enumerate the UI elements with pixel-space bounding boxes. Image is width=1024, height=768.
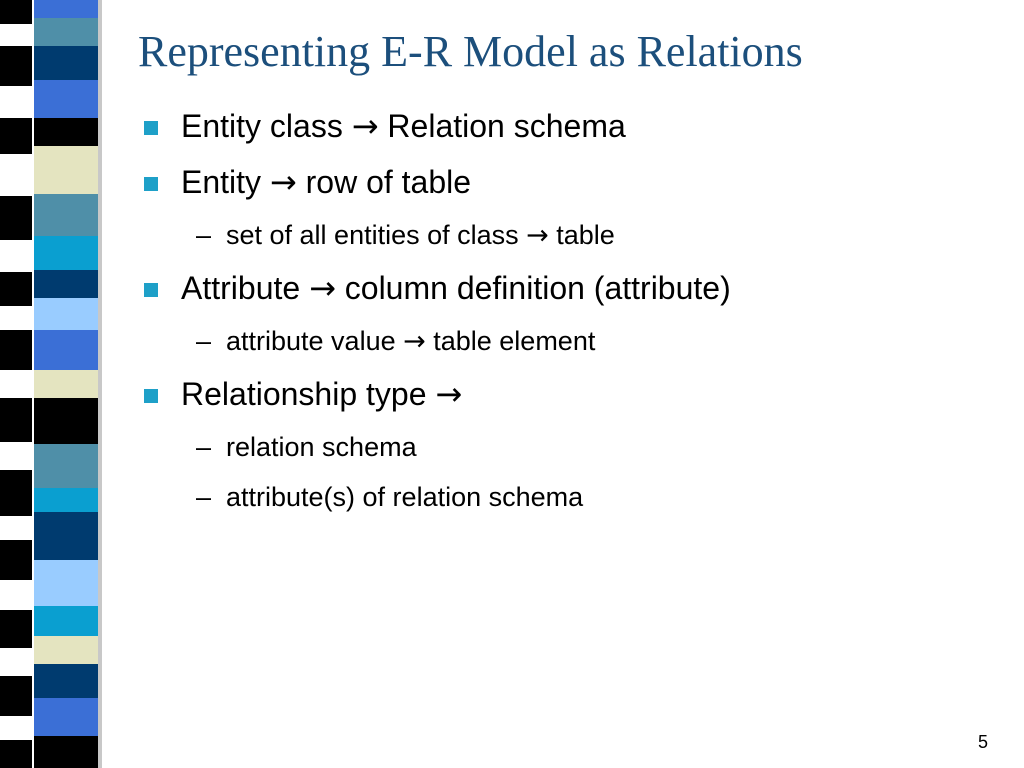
item-text: Relation schema [378, 108, 626, 144]
right-arrow-icon: → [309, 269, 336, 307]
dash-marker: – [196, 326, 212, 356]
right-arrow-icon: → [351, 107, 379, 145]
dash-marker: – [196, 220, 212, 250]
item-text: set of all entities of class [226, 220, 527, 250]
item-text: Entity class [181, 108, 352, 144]
decorative-stripe [0, 0, 118, 768]
slide-title: Representing E-R Model as Relations [138, 27, 803, 76]
item-text: table [548, 220, 615, 250]
right-arrow-icon: → [435, 375, 463, 413]
item-text: attribute value [226, 326, 404, 356]
square-bullet-icon [144, 177, 158, 191]
item-text: row of table [296, 164, 472, 200]
item-text: attribute(s) of relation schema [226, 482, 584, 512]
square-bullet-icon [144, 121, 158, 135]
right-arrow-icon: → [526, 220, 549, 251]
item-text: Entity [181, 164, 270, 200]
square-bullet-icon [144, 389, 158, 403]
right-arrow-icon: → [269, 163, 297, 201]
dash-marker: – [196, 482, 212, 512]
page-number: 5 [977, 732, 988, 752]
dash-marker: – [196, 432, 212, 462]
right-arrow-icon: → [403, 326, 426, 357]
item-text: Relationship type [181, 376, 436, 412]
item-text: table element [425, 326, 596, 356]
square-bullet-icon [144, 283, 158, 297]
item-text: column definition (attribute) [335, 270, 731, 306]
item-text: Attribute [181, 270, 310, 306]
item-text: relation schema [226, 432, 417, 462]
